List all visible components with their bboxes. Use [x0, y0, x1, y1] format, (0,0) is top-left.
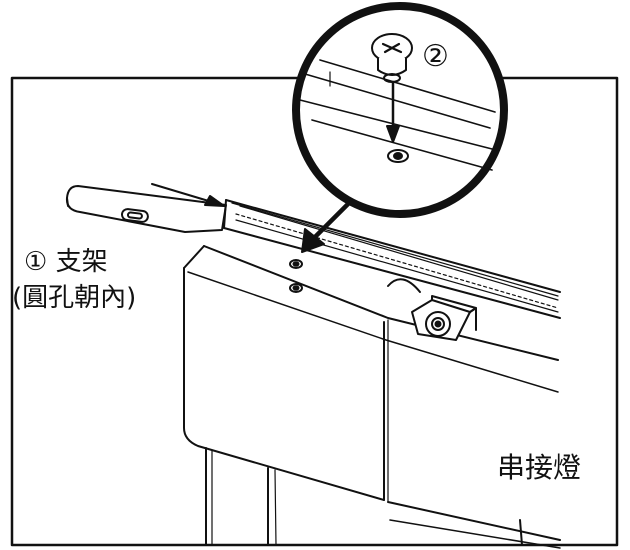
outer-frame [10, 76, 619, 547]
step-2-label: ② [422, 39, 449, 74]
fixture-rail [223, 199, 561, 319]
connector-clip [411, 295, 477, 341]
bracket-label: ① 支架 [24, 247, 108, 277]
arrow-down-icon [386, 80, 400, 143]
linkable-light-label: 串接燈 [497, 451, 582, 484]
screw-icon [371, 33, 413, 83]
bracket-note-label: (圓孔朝內) [12, 283, 137, 313]
fixture-body [183, 245, 561, 549]
zoom-detail [292, 2, 508, 218]
arrow-right-icon [151, 183, 225, 207]
bracket-plate [65, 185, 227, 233]
